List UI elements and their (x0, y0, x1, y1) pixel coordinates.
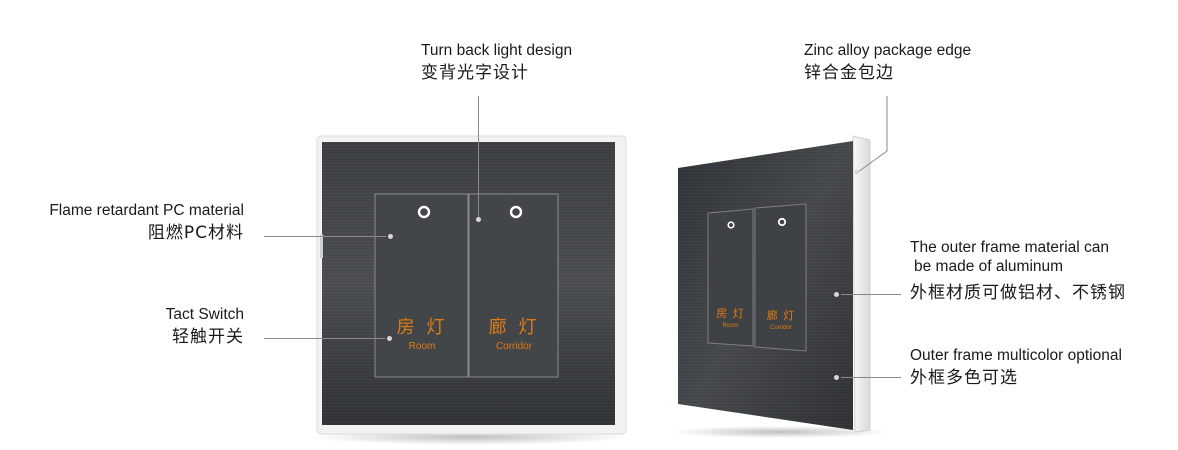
angled-key-room-zh: 房 灯 (716, 307, 745, 320)
callout-tact: Tact Switch 轻触开关 (166, 304, 244, 348)
leader-dot-tact (387, 336, 392, 341)
leader-zinc-edge (854, 96, 888, 175)
angled-key-room-en: Room (722, 323, 739, 329)
callout-backlight-zh: 变背光字设计 (421, 63, 529, 83)
leader-outer-material (841, 294, 901, 295)
angled-key-room: 房 灯 Room (708, 308, 753, 330)
leader-flame (264, 236, 386, 237)
callout-outer-material-zh: 外框材质可做铝材、不锈钢 (910, 283, 1126, 303)
switch-key-corridor-zh: 廊 灯 (488, 317, 540, 338)
leader-backlight (478, 96, 479, 217)
angled-key-corridor: 廊 灯 Corridor (756, 310, 806, 332)
callout-backlight: Turn back light design 变背光字设计 (421, 40, 572, 84)
callout-flame-en: Flame retardant PC material (49, 202, 244, 219)
leader-dot-backlight (476, 217, 481, 222)
switch-key-room-en: Room (408, 341, 436, 352)
callout-tact-en: Tact Switch (165, 306, 244, 323)
angled-key-corridor-zh: 廊 灯 (766, 309, 796, 322)
callout-flame-zh: 阻燃PC材料 (147, 223, 244, 243)
callout-outer-material: The outer frame material can be made of … (910, 238, 1126, 305)
callout-outer-material-en1: The outer frame material can (910, 239, 1110, 256)
switch-key-room: 房 灯 Room (376, 318, 468, 353)
callout-zinc-edge-zh: 锌合金包边 (804, 63, 894, 83)
callout-tact-zh: 轻触开关 (172, 327, 244, 347)
callout-outer-color: Outer frame multicolor optional 外框多色可选 (910, 345, 1122, 389)
switch-key-corridor: 廊 灯 Corridor (470, 318, 558, 353)
callout-backlight-en: Turn back light design (421, 42, 573, 59)
callout-zinc-edge: Zinc alloy package edge 锌合金包边 (804, 40, 971, 84)
callout-flame: Flame retardant PC material 阻燃PC材料 (49, 200, 244, 244)
angled-switch-panel (670, 135, 890, 438)
callout-zinc-edge-en: Zinc alloy package edge (804, 42, 972, 59)
angled-key-corridor-en: Corridor (770, 325, 792, 331)
callout-outer-material-en2: be made of aluminum (914, 258, 1064, 275)
leader-tact (264, 338, 385, 339)
callout-outer-color-en: Outer frame multicolor optional (910, 347, 1122, 364)
leader-dot-outer-material (834, 292, 839, 297)
switch-key-room-zh: 房 灯 (396, 317, 448, 338)
switch-key-corridor-en: Corridor (495, 341, 533, 352)
leader-outer-color (841, 377, 901, 378)
leader-dot-flame (388, 234, 393, 239)
callout-outer-color-zh: 外框多色可选 (910, 368, 1018, 388)
front-switch-panel (310, 135, 630, 445)
leader-dot-outer-color (834, 375, 839, 380)
